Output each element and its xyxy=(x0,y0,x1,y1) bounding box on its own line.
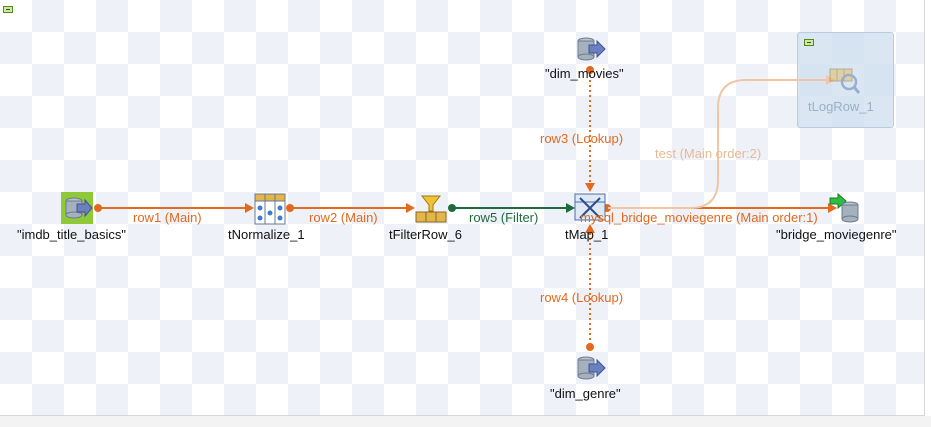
component-tnormalize[interactable] xyxy=(254,193,286,225)
link-test-arrow xyxy=(826,75,835,85)
link-row1-label[interactable]: row1 (Main) xyxy=(133,210,202,225)
component-dim-genre[interactable] xyxy=(574,353,606,385)
component-tlogrow-label: tLogRow_1 xyxy=(808,99,874,114)
component-imdb-label: "imdb_title_basics" xyxy=(17,227,126,242)
component-tfilterrow[interactable] xyxy=(415,194,447,226)
db-output-icon xyxy=(829,192,859,223)
subjob-logrow-collapse-button[interactable] xyxy=(804,39,814,46)
link-row4-arrow xyxy=(585,224,595,233)
subjob-collapse-button[interactable] xyxy=(3,6,13,13)
db-input-icon xyxy=(577,37,606,61)
db-input-icon xyxy=(577,356,606,380)
link-row4-label[interactable]: row4 (Lookup) xyxy=(540,290,624,305)
component-tfilterrow-label: tFilterRow_6 xyxy=(389,227,462,242)
component-dim-genre-label: "dim_genre" xyxy=(550,386,621,401)
link-test-label[interactable]: test (Main order:2) xyxy=(655,146,762,161)
link-row3-arrow xyxy=(585,183,595,192)
component-tlogrow[interactable] xyxy=(829,64,861,96)
link-row2-label[interactable]: row2 (Main) xyxy=(309,210,378,225)
component-tnormalize-label: tNormalize_1 xyxy=(228,227,305,242)
link-row4-start xyxy=(586,343,594,351)
component-tmap-label: tMap_1 xyxy=(565,227,609,242)
link-row5-start xyxy=(448,204,456,212)
component-bridge-moviegenre[interactable] xyxy=(829,192,861,225)
component-bridge-label: "bridge_moviegenre" xyxy=(776,227,897,242)
link-bridge-label[interactable]: mysql_bridge_moviegenre (Main order:1) xyxy=(580,210,818,225)
component-tmap[interactable] xyxy=(574,192,606,224)
link-test[interactable] xyxy=(608,79,826,209)
link-row2-arrow xyxy=(406,203,415,213)
component-imdb-title-basics[interactable] xyxy=(61,192,93,224)
link-row5-label[interactable]: row5 (Filter) xyxy=(469,210,539,225)
log-row-icon xyxy=(829,68,861,94)
component-dim-movies-label: "dim_movies" xyxy=(545,66,624,81)
link-row5-arrow xyxy=(566,203,575,213)
link-row2-start xyxy=(286,204,294,212)
normalize-icon xyxy=(254,193,286,225)
link-row1-arrow xyxy=(245,203,254,213)
link-row3-label[interactable]: row3 (Lookup) xyxy=(540,131,624,146)
db-input-icon xyxy=(61,192,93,224)
link-row1-start xyxy=(94,204,102,212)
link-bridge-arrow xyxy=(828,203,837,213)
filter-row-icon xyxy=(415,195,447,223)
link-row3-start xyxy=(586,66,594,74)
component-dim-movies[interactable] xyxy=(574,34,606,66)
canvas-bottom-edge xyxy=(0,416,931,427)
tmap-icon xyxy=(574,193,606,221)
